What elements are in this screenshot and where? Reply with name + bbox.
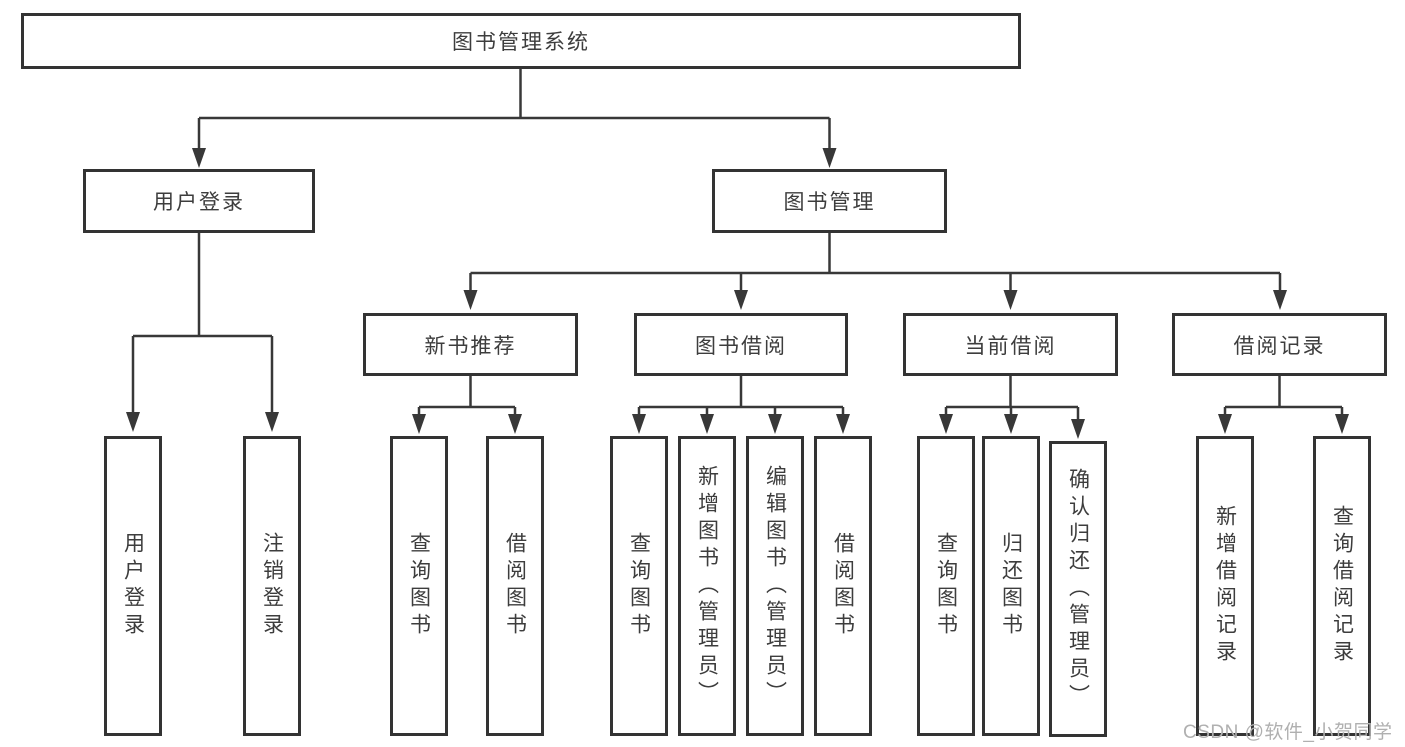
node-book-borrowing: 图书借阅	[634, 313, 848, 376]
node-library-management-system: 图书管理系统	[21, 13, 1021, 69]
leaf-cb-return-books: 归还图书	[982, 436, 1040, 736]
csdn-watermark: CSDN @软件_小贺同学	[1183, 722, 1393, 743]
leaf-rec-borrow-books: 借阅图书	[486, 436, 544, 736]
leaf-bb-borrow-books: 借阅图书	[814, 436, 872, 736]
node-book-management: 图书管理	[712, 169, 947, 233]
leaf-br-query-borrow-record: 查询借阅记录	[1313, 436, 1371, 736]
connector-arrowheads	[126, 148, 1349, 439]
node-user-login: 用户登录	[83, 169, 315, 233]
leaf-bb-query-books: 查询图书	[610, 436, 668, 736]
leaf-bb-edit-books-admin: 编辑图书（管理员）	[746, 436, 804, 736]
leaf-br-add-borrow-record: 新增借阅记录	[1196, 436, 1254, 736]
connector-lines	[131, 68, 1344, 420]
node-current-borrowing: 当前借阅	[903, 313, 1118, 376]
leaf-cb-query-books: 查询图书	[917, 436, 975, 736]
leaf-logout: 注销登录	[243, 436, 301, 736]
node-new-book-recommendation: 新书推荐	[363, 313, 578, 376]
node-borrowing-records: 借阅记录	[1172, 313, 1387, 376]
leaf-cb-confirm-return-admin: 确认归还（管理员）	[1049, 441, 1107, 737]
leaf-user-login: 用户登录	[104, 436, 162, 736]
leaf-rec-query-books: 查询图书	[390, 436, 448, 736]
leaf-bb-add-books-admin: 新增图书（管理员）	[678, 436, 736, 736]
